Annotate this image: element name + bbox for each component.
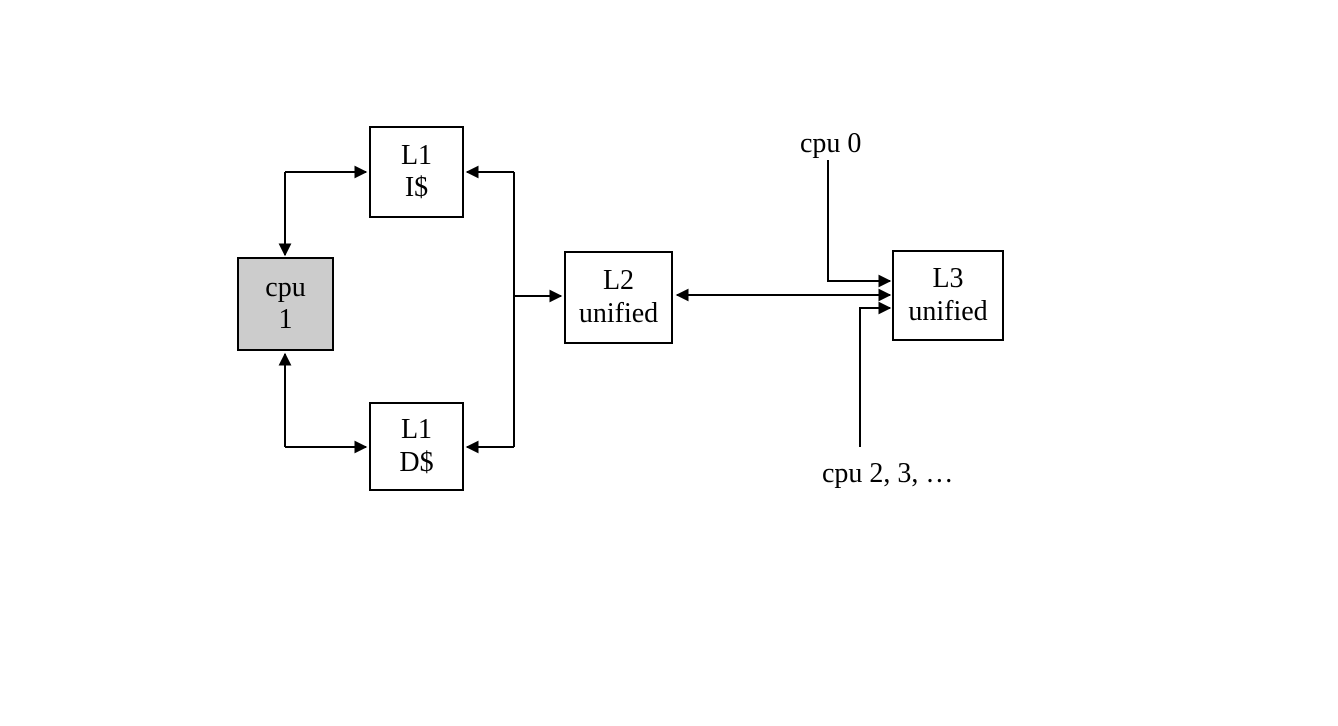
node-l2-label-line2: unified [578, 297, 659, 329]
node-l2-unified: L2 unified [564, 251, 673, 344]
node-cpu1: cpu 1 [237, 257, 334, 351]
node-l3-label-line2: unified [908, 295, 988, 327]
node-l2-label-line1: L2 [602, 265, 635, 297]
label-cpu-others: cpu 2, 3, … [822, 458, 954, 489]
node-cpu1-label-line2: 1 [278, 304, 293, 335]
node-l1i-label-line2: I$ [404, 172, 429, 203]
node-l1-icache: L1 I$ [369, 126, 464, 218]
label-cpu0: cpu 0 [800, 128, 862, 159]
node-cpu1-label-line1: cpu [265, 271, 306, 303]
node-l1i-label-line1: L1 [400, 139, 433, 171]
edge-cpu0-into-l3 [827, 160, 892, 288]
node-l1-dcache: L1 D$ [369, 402, 464, 491]
node-l3-label-line1: L3 [932, 263, 964, 295]
node-l1d-label-line2: D$ [399, 446, 434, 478]
node-l1d-label-line1: L1 [400, 414, 433, 446]
edge-cpu-others-into-l3 [859, 301, 892, 447]
node-l3-unified: L3 unified [892, 250, 1004, 341]
